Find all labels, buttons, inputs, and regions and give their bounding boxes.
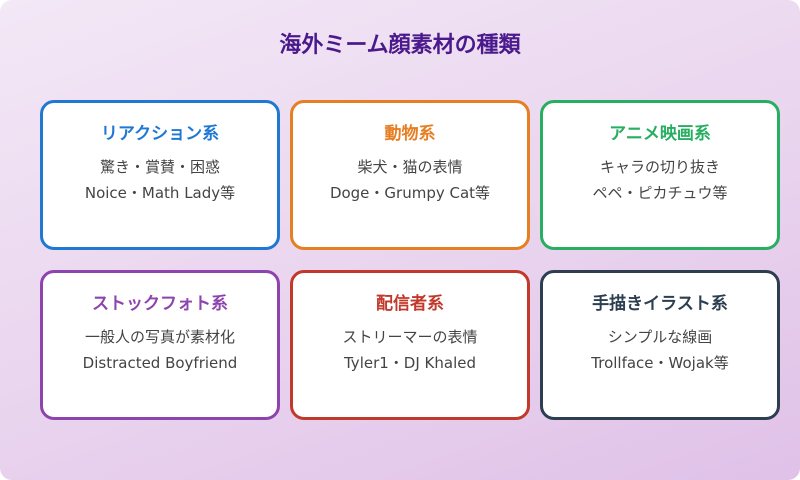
- card-examples: ペペ・ピカチュウ等: [592, 184, 728, 202]
- card-description: 驚き・賞賛・困惑: [99, 158, 220, 176]
- diagram-title: 海外ミーム顔素材の種類: [279, 33, 521, 58]
- card-reaction: リアクション系 驚き・賞賛・困惑 Noice・Math Lady等: [40, 100, 280, 250]
- card-hand-drawn: 手描きイラスト系 シンプルな線画 Trollface・Wojak等: [540, 270, 780, 420]
- card-description: ストリーマーの表情: [342, 328, 478, 346]
- card-title: アニメ映画系: [609, 124, 711, 144]
- card-anime-movie: アニメ映画系 キャラの切り抜き ペペ・ピカチュウ等: [540, 100, 780, 250]
- card-title: リアクション系: [100, 124, 220, 144]
- card-title: 動物系: [384, 124, 436, 144]
- card-description: 柴犬・猫の表情: [357, 158, 463, 176]
- card-title: 手描きイラスト系: [592, 294, 728, 314]
- card-description: シンプルな線画: [607, 328, 713, 346]
- card-title: 配信者系: [376, 294, 444, 314]
- card-examples: Noice・Math Lady等: [84, 184, 236, 202]
- card-animal: 動物系 柴犬・猫の表情 Doge・Grumpy Cat等: [290, 100, 530, 250]
- card-stock-photo: ストックフォト系 一般人の写真が素材化 Distracted Boyfriend: [40, 270, 280, 420]
- card-examples: Tyler1・DJ Khaled: [343, 354, 476, 372]
- card-description: 一般人の写真が素材化: [84, 328, 235, 346]
- card-examples: Trollface・Wojak等: [591, 354, 729, 372]
- card-examples: Doge・Grumpy Cat等: [329, 184, 491, 202]
- card-examples: Distracted Boyfriend: [82, 354, 238, 372]
- card-streamer: 配信者系 ストリーマーの表情 Tyler1・DJ Khaled: [290, 270, 530, 420]
- card-title: ストックフォト系: [92, 294, 228, 314]
- card-description: キャラの切り抜き: [599, 158, 720, 176]
